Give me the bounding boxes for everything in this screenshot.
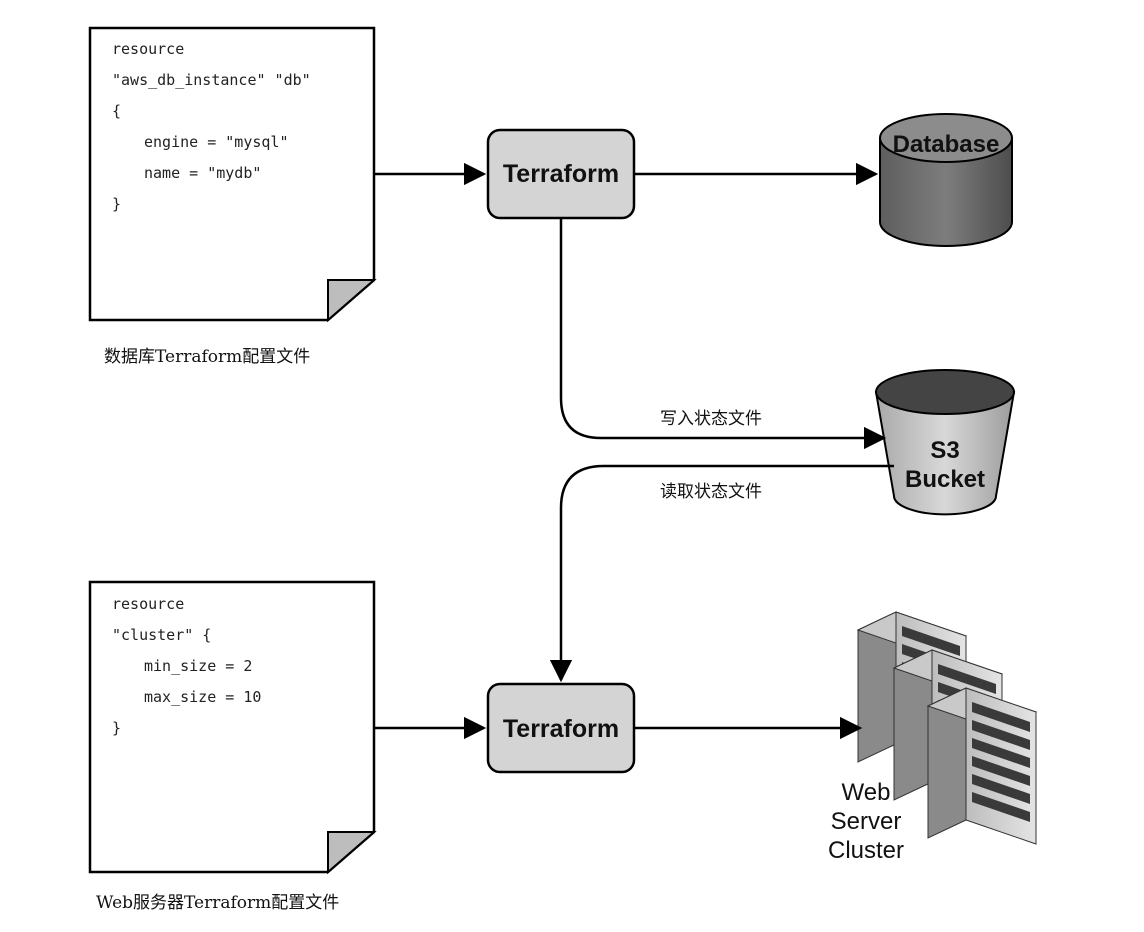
page-fold-icon [327, 279, 377, 323]
database-icon [879, 137, 1013, 247]
web-config-caption: Web服务器Terraform配置文件 [96, 893, 339, 913]
code-line: max_size = 10 [144, 688, 261, 706]
cluster-label-line: Server [831, 808, 902, 835]
code-line: "aws_db_instance" "db" [112, 71, 311, 89]
code-line: { [112, 102, 121, 120]
code-line: engine = "mysql" [144, 133, 289, 151]
read-state-label: 读取状态文件 [660, 482, 762, 502]
code-line: } [112, 195, 121, 213]
s3-label: S3 [930, 437, 959, 464]
database-cylinder: Database [879, 113, 1013, 247]
terraform-label: Terraform [503, 715, 619, 743]
bucket-label: Bucket [905, 466, 985, 493]
terraform-label: Terraform [503, 160, 619, 188]
terraform-box-top: Terraform [486, 128, 636, 220]
code-line: } [112, 719, 121, 737]
code-line: "cluster" { [112, 626, 211, 644]
server-icon [927, 687, 1037, 845]
db-config-caption: 数据库Terraform配置文件 [104, 347, 310, 367]
code-line: name = "mydb" [144, 164, 261, 182]
write-state-label: 写入状态文件 [660, 409, 762, 429]
page-fold-icon [327, 831, 377, 875]
cluster-label-line: Web [842, 779, 891, 806]
code-line: min_size = 2 [144, 657, 252, 675]
s3-bucket: S3 Bucket [874, 369, 1016, 516]
web-config-document: resource "cluster" { min_size = 2 max_si… [88, 580, 377, 875]
terraform-box-bottom: Terraform [486, 682, 636, 774]
cluster-label-line: Cluster [828, 837, 904, 864]
edge-write-state [559, 218, 887, 450]
code-line: resource [112, 595, 184, 613]
db-config-document: resource "aws_db_instance" "db" { engine… [88, 26, 377, 323]
bucket-icon [874, 391, 1016, 516]
web-server-cluster: Web Server Cluster [828, 611, 1037, 864]
code-line: resource [112, 40, 184, 58]
edge-read-state [549, 464, 894, 683]
database-label: Database [893, 131, 1000, 158]
